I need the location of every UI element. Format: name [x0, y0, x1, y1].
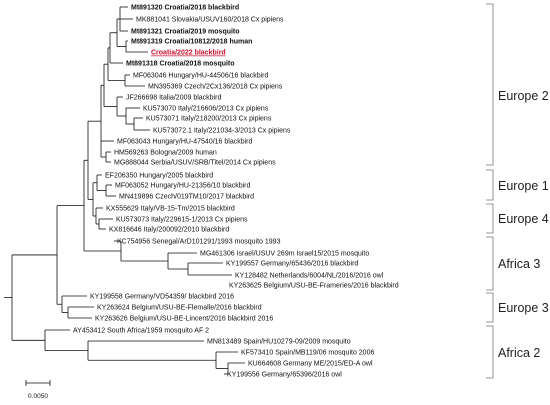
- taxon-label: KU573073 Italy/229615-1/2013 Cx pipiens: [116, 217, 248, 224]
- scale-bar-label: 0.0050: [28, 393, 48, 400]
- taxon-label: KF573410 Spain/MB119/06 mosquito 2006: [241, 350, 374, 357]
- clade-bracket: [486, 203, 494, 234]
- taxon-label: Mt891321 Croatia/2019 mosquito: [131, 29, 240, 36]
- clade-bracket: [486, 3, 494, 166]
- taxon-label: KU573071 Italy/218200/2013 Cx pipiens: [146, 116, 272, 123]
- clade-label: Africa 2: [498, 346, 540, 360]
- taxon-label: KX816646 Italy/200092/2010 blackbird: [109, 227, 229, 234]
- taxon-labels: Mt891320 Croatia/2018 blackbirdMK881041 …: [73, 5, 399, 379]
- taxon-label: MF063043 Hungary/HU-47540/16 blackbird: [117, 139, 253, 146]
- taxon-label: KC754956 Senegal/ArD101291/1993 mosquito…: [117, 239, 281, 246]
- taxon-label: EF206350 Hungary/2005 blackbird: [105, 173, 213, 180]
- taxon-label: MF063046 Hungary/HU-44506/16 blackbird: [133, 73, 269, 80]
- taxon-label: KY128482 Netherlands/6004/NL/2016/2016 o…: [235, 273, 384, 280]
- taxon-label: MK881041 Slovakia/USUV160/2018 Cx pipien…: [136, 17, 284, 24]
- taxon-label: MN419896 Czech/019TM10/2017 blackbird: [119, 194, 254, 201]
- taxon-label: KX555629 Italy/VB-15-Tm/2015 blackbird: [106, 206, 235, 213]
- clade-bracket: [486, 236, 494, 291]
- taxon-label: MG461306 Israel/USUV 269m Israel15/2015 …: [200, 251, 369, 258]
- taxon-label: KY263624 Belgium/USU-BE-Flemalle/2016 bl…: [97, 305, 262, 312]
- clade-annotations: Europe 2 Europe 1 Europe 4 Africa 3 Europe 3…: [486, 3, 549, 379]
- clade-bracket: [486, 325, 494, 379]
- taxon-label: KY199556 Germany/65396/2016 owl: [227, 372, 342, 379]
- taxon-label: MN813489 Spain/HU10279-09/2009 mosquito: [207, 339, 351, 346]
- taxon-label: KY199558 Germany/VD54359/ blackbird 2016: [90, 294, 234, 301]
- taxon-label: KY263625 Belgium/USU-BE-Frameries/2016 b…: [229, 283, 399, 290]
- clade-label: Europe 2: [498, 89, 549, 103]
- taxon-label: MF063052 Hungary/HU-21356/10 blackbird: [115, 183, 251, 190]
- taxon-label: KY199557 Germany/65436/2016 blackbird: [226, 261, 358, 268]
- taxon-label: JF266698 Italia/2009 blackbird: [126, 95, 221, 102]
- clade-label: Europe 4: [498, 212, 549, 226]
- taxon-label: Croatia/2022 blackbird: [151, 50, 226, 57]
- clade-label: Europe 1: [498, 179, 549, 193]
- clade-bracket: [486, 169, 494, 201]
- taxon-label: Mt891319 Croatia/10812/2018 human: [131, 39, 252, 46]
- taxon-label: MG888044 Serbia/USUV/SRB/Titel/2014 Cx p…: [114, 160, 276, 167]
- taxon-label: AY453412 South Africa/1959 mosquito AF 2: [73, 328, 209, 335]
- clade-bracket: [486, 292, 494, 323]
- clade-label: Africa 3: [498, 257, 540, 271]
- taxon-label: Mt891320 Croatia/2018 blackbird: [131, 5, 239, 12]
- taxon-label: KU664608 Germany ME/2015/ED-A owl: [248, 361, 373, 368]
- taxon-label: KU573070 Italy/216606/2013 Cx pipiens: [143, 106, 269, 113]
- taxon-label: Mt891318 Croatia/2018 mosquito: [126, 61, 235, 68]
- tree-branches: [4, 6, 245, 375]
- taxon-label: HM569263 Bologna/2009 human: [114, 150, 217, 157]
- scale-bar: 0.0050: [25, 380, 51, 400]
- clade-label: Europe 3: [498, 301, 549, 315]
- taxon-label: KY263626 Belgium/USU-BE-Lincent/2016 bla…: [95, 316, 273, 323]
- taxon-label: KU573072.1 Italy/221034-3/2013 Cx pipien…: [153, 128, 291, 135]
- taxon-label: MN395369 Czech/2Cx136/2018 Cx pipiens: [148, 84, 283, 91]
